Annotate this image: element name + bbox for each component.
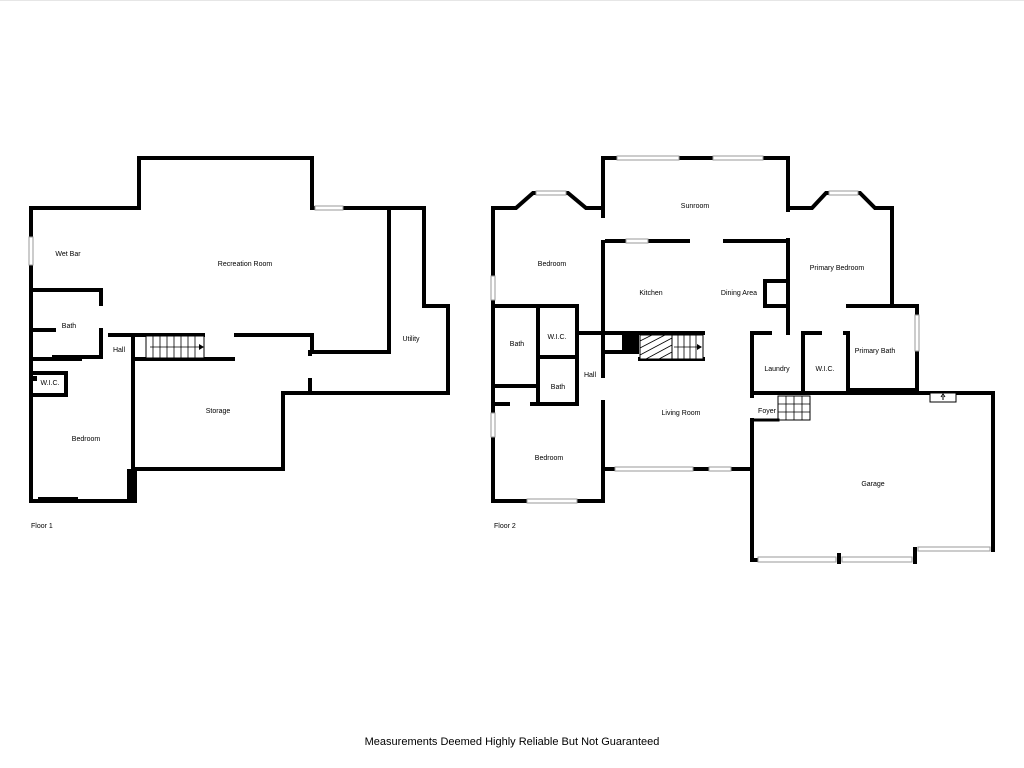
floor-2-dining-nook bbox=[763, 279, 790, 308]
room-label: W.I.C. bbox=[815, 366, 834, 373]
floor-2-main-lower-wall bbox=[601, 467, 750, 503]
room-label: Garage bbox=[861, 481, 884, 488]
room-label: Bath bbox=[62, 323, 77, 330]
room-label: Bath bbox=[510, 341, 525, 348]
floor-2-window bbox=[712, 155, 764, 161]
room-label: Wet Bar bbox=[55, 251, 81, 258]
floor-2-window bbox=[616, 155, 680, 161]
floor-2-door-opening bbox=[750, 398, 754, 418]
floor-2-bedroom-wall bbox=[491, 304, 579, 359]
room-label: Hall bbox=[584, 372, 597, 379]
floor-2-window bbox=[828, 190, 859, 196]
floor-2-garage-door bbox=[757, 556, 837, 563]
floor-2-window bbox=[708, 466, 732, 472]
room-label: Bath bbox=[551, 384, 566, 391]
floor-1-door-opening bbox=[99, 306, 103, 328]
floor-1-stairs bbox=[145, 335, 205, 359]
floor-1-window bbox=[28, 236, 34, 266]
room-label: Utility bbox=[402, 336, 420, 343]
floor-2-window bbox=[490, 412, 496, 438]
floor-1-exterior-walls bbox=[29, 156, 450, 503]
floor-2-door-opening bbox=[601, 218, 605, 240]
room-label: Bedroom bbox=[535, 455, 564, 462]
floor-1-wic-wall bbox=[29, 371, 68, 397]
room-label: Living Room bbox=[662, 410, 701, 417]
floor-2-wic-wall bbox=[843, 331, 850, 392]
room-label: Laundry bbox=[764, 366, 790, 373]
room-label: W.I.C. bbox=[40, 380, 59, 387]
room-label: Dining Area bbox=[721, 290, 757, 297]
floor-2-laundry-lower-wall bbox=[750, 391, 995, 552]
floor-2-bath-wall bbox=[536, 355, 579, 406]
floor-1-door-opening bbox=[308, 356, 312, 378]
disclaimer-text: Measurements Deemed Highly Reliable But … bbox=[364, 736, 660, 748]
floor-2-stair-block bbox=[622, 334, 639, 354]
floor-2-foyer-stairs bbox=[777, 395, 811, 421]
floor-1-window bbox=[314, 205, 344, 211]
floor-2-window bbox=[614, 466, 694, 472]
floor-1-plan: Wet Bar Recreation Room Bath Hall Utilit… bbox=[28, 156, 450, 530]
floor-2-step-arrow bbox=[940, 393, 946, 400]
floor-1-bedroom-fixture bbox=[38, 497, 78, 501]
room-label: Sunroom bbox=[681, 203, 710, 210]
floor-2-window bbox=[490, 275, 496, 301]
floor-2-main-walls bbox=[601, 156, 919, 392]
floor-2-window bbox=[914, 314, 920, 352]
floor-1-wic-fixture bbox=[33, 376, 37, 381]
floor-2-door-opening bbox=[786, 212, 790, 238]
room-label: Bedroom bbox=[72, 436, 101, 443]
room-label: Foyer bbox=[758, 408, 777, 415]
floor-2-window bbox=[625, 238, 649, 244]
room-label: Bedroom bbox=[538, 261, 567, 268]
room-label: Hall bbox=[113, 347, 126, 354]
floor-2-garage-door bbox=[841, 556, 913, 563]
floor-2-window bbox=[535, 190, 567, 196]
floor-2-garage-door bbox=[917, 546, 991, 552]
floor-2-plan: Bedroom Sunroom Primary Bedroom Kitchen … bbox=[490, 155, 995, 564]
room-label: Storage bbox=[206, 408, 231, 415]
floor-1-bedroom-fixture bbox=[127, 469, 135, 501]
floor-2-door-opening bbox=[601, 378, 605, 400]
room-label: Primary Bath bbox=[855, 348, 896, 355]
floor-1-utility-wall bbox=[234, 208, 391, 354]
floor-2-stairs bbox=[639, 334, 704, 360]
floor-label: Floor 1 bbox=[31, 523, 53, 530]
room-label: Primary Bedroom bbox=[810, 265, 865, 272]
room-label: Kitchen bbox=[639, 290, 662, 297]
room-label: W.I.C. bbox=[547, 334, 566, 341]
floor-label: Floor 2 bbox=[494, 523, 516, 530]
floor-2-window bbox=[526, 498, 578, 504]
room-label: Recreation Room bbox=[218, 261, 273, 268]
floor-2-exterior-walls bbox=[491, 191, 605, 503]
